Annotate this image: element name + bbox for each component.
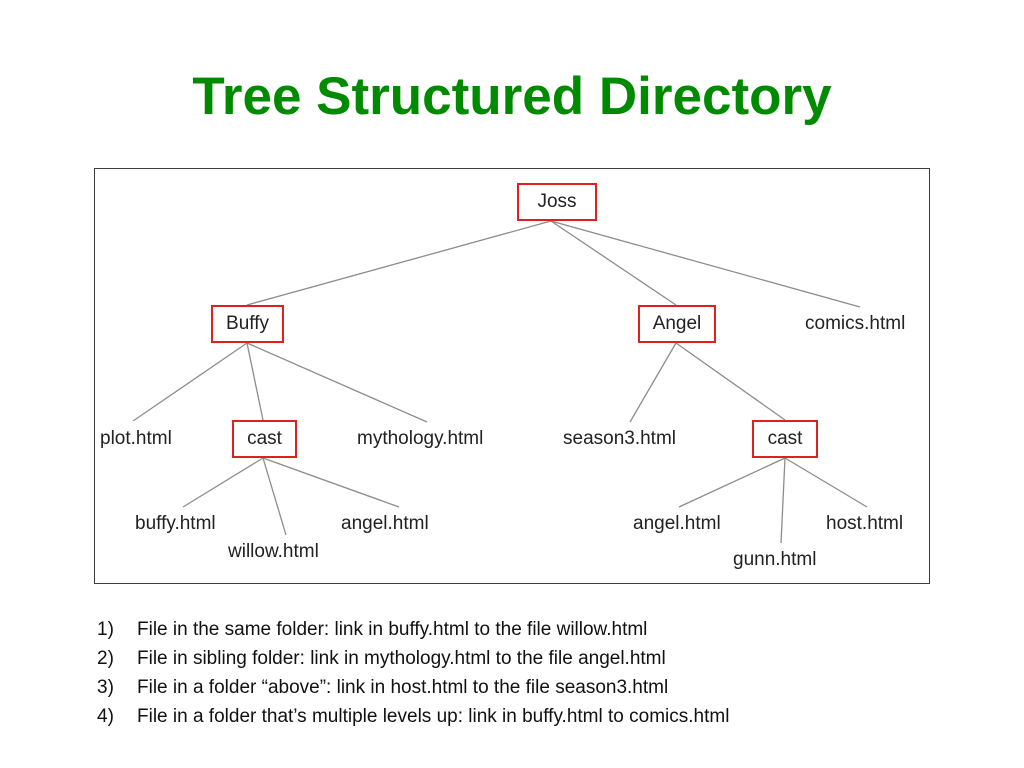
file-willow: willow.html [228,541,319,562]
tree-connectors [132,220,868,544]
file-angel-html-angel-cast: angel.html [633,513,721,534]
note-item: 1) File in the same folder: link in buff… [97,615,957,644]
edge-buffy-plot [132,342,248,422]
file-plot: plot.html [100,428,172,449]
folder-buffy-cast: cast [232,420,297,458]
note-text: File in a folder “above”: link in host.h… [137,677,669,698]
edge-cast-buffyhtml [182,457,264,508]
edge-joss-angel [550,220,677,306]
note-number: 4) [97,706,114,727]
folder-angel-cast: cast [752,420,818,458]
file-angel-html-buffy-cast: angel.html [341,513,429,534]
edge-joss-comics [550,220,861,308]
edge-cast2-angelhtml [678,457,786,508]
edge-cast2-gunn [780,457,786,544]
edge-joss-buffy [246,220,552,306]
note-text: File in the same folder: link in buffy.h… [137,619,648,640]
edge-cast-willow [262,457,287,536]
note-text: File in sibling folder: link in mytholog… [137,648,666,669]
edge-cast2-host [784,457,868,508]
file-mythology: mythology.html [357,428,484,449]
file-season3: season3.html [563,428,677,449]
file-comics: comics.html [805,313,906,334]
directory-tree-diagram: Joss Buffy Angel cast cast comics.html p… [94,168,930,584]
edge-buffy-mythology [246,342,428,423]
note-number: 3) [97,677,114,698]
slide-title: Tree Structured Directory [192,67,832,126]
notes-list: 1) File in the same folder: link in buff… [97,615,957,731]
note-number: 1) [97,619,114,640]
file-buffy-html: buffy.html [135,513,216,534]
file-host: host.html [826,513,904,534]
note-item: 3) File in a folder “above”: link in hos… [97,673,957,702]
note-number: 2) [97,648,114,669]
edge-angel-cast [675,342,786,421]
edge-buffy-cast [246,342,264,421]
folder-angel: Angel [638,305,716,343]
note-item: 4) File in a folder that’s multiple leve… [97,702,957,731]
folder-buffy: Buffy [211,305,284,343]
note-item: 2) File in sibling folder: link in mytho… [97,644,957,673]
edge-cast-angelhtml [262,457,400,508]
file-gunn: gunn.html [733,549,817,570]
folder-joss: Joss [517,183,597,221]
note-text: File in a folder that’s multiple levels … [137,706,730,727]
edge-angel-season3 [629,342,677,423]
